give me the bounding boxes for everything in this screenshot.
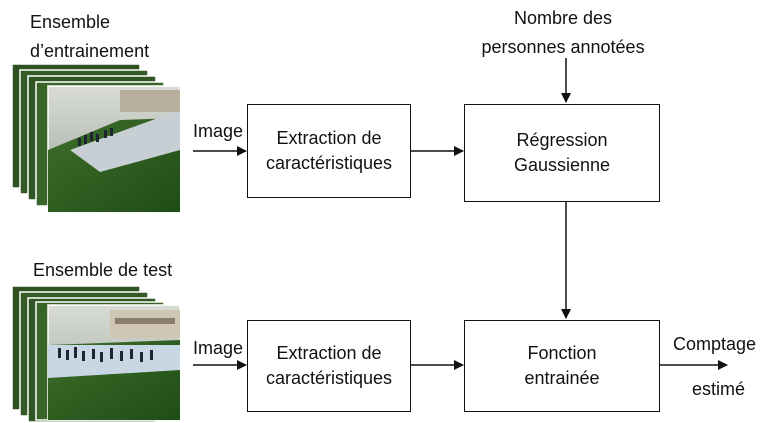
gaussian-regression-box: Régression Gaussienne (464, 104, 660, 202)
output-label-line2: estimé (692, 379, 746, 399)
gaussian-regression-line1: Régression (516, 130, 608, 150)
feature-extraction-bottom-line1: Extraction de (276, 343, 382, 363)
test-set-label: Ensemble de test (33, 260, 173, 280)
image-label-top: Image (193, 121, 244, 141)
trained-function-line1: Fonction (527, 343, 597, 363)
trained-function-box: Fonction entrainée (464, 320, 660, 412)
training-image-front (47, 85, 181, 213)
test-image-stack (11, 285, 181, 423)
image-label-bottom: Image (193, 338, 244, 358)
output-label-line1: Comptage (673, 334, 757, 354)
feature-extraction-top-line2: caractéristiques (265, 153, 393, 173)
training-set-label-line1: Ensemble (30, 12, 111, 32)
gaussian-regression-line2: Gaussienne (513, 155, 611, 175)
training-set-label-line2: d’entrainement (30, 41, 150, 61)
trained-function-line2: entrainée (524, 368, 600, 388)
feature-extraction-top-line1: Extraction de (276, 128, 382, 148)
feature-extraction-box-bottom: Extraction de caractéristiques (247, 320, 411, 412)
training-image-stack (11, 63, 181, 213)
feature-extraction-box-top: Extraction de caractéristiques (247, 104, 411, 198)
feature-extraction-bottom-line2: caractéristiques (265, 368, 393, 388)
annotations-label-line2: personnes annotées (481, 37, 645, 57)
annotations-label-line1: Nombre des (513, 8, 613, 28)
test-image-front (47, 304, 181, 421)
